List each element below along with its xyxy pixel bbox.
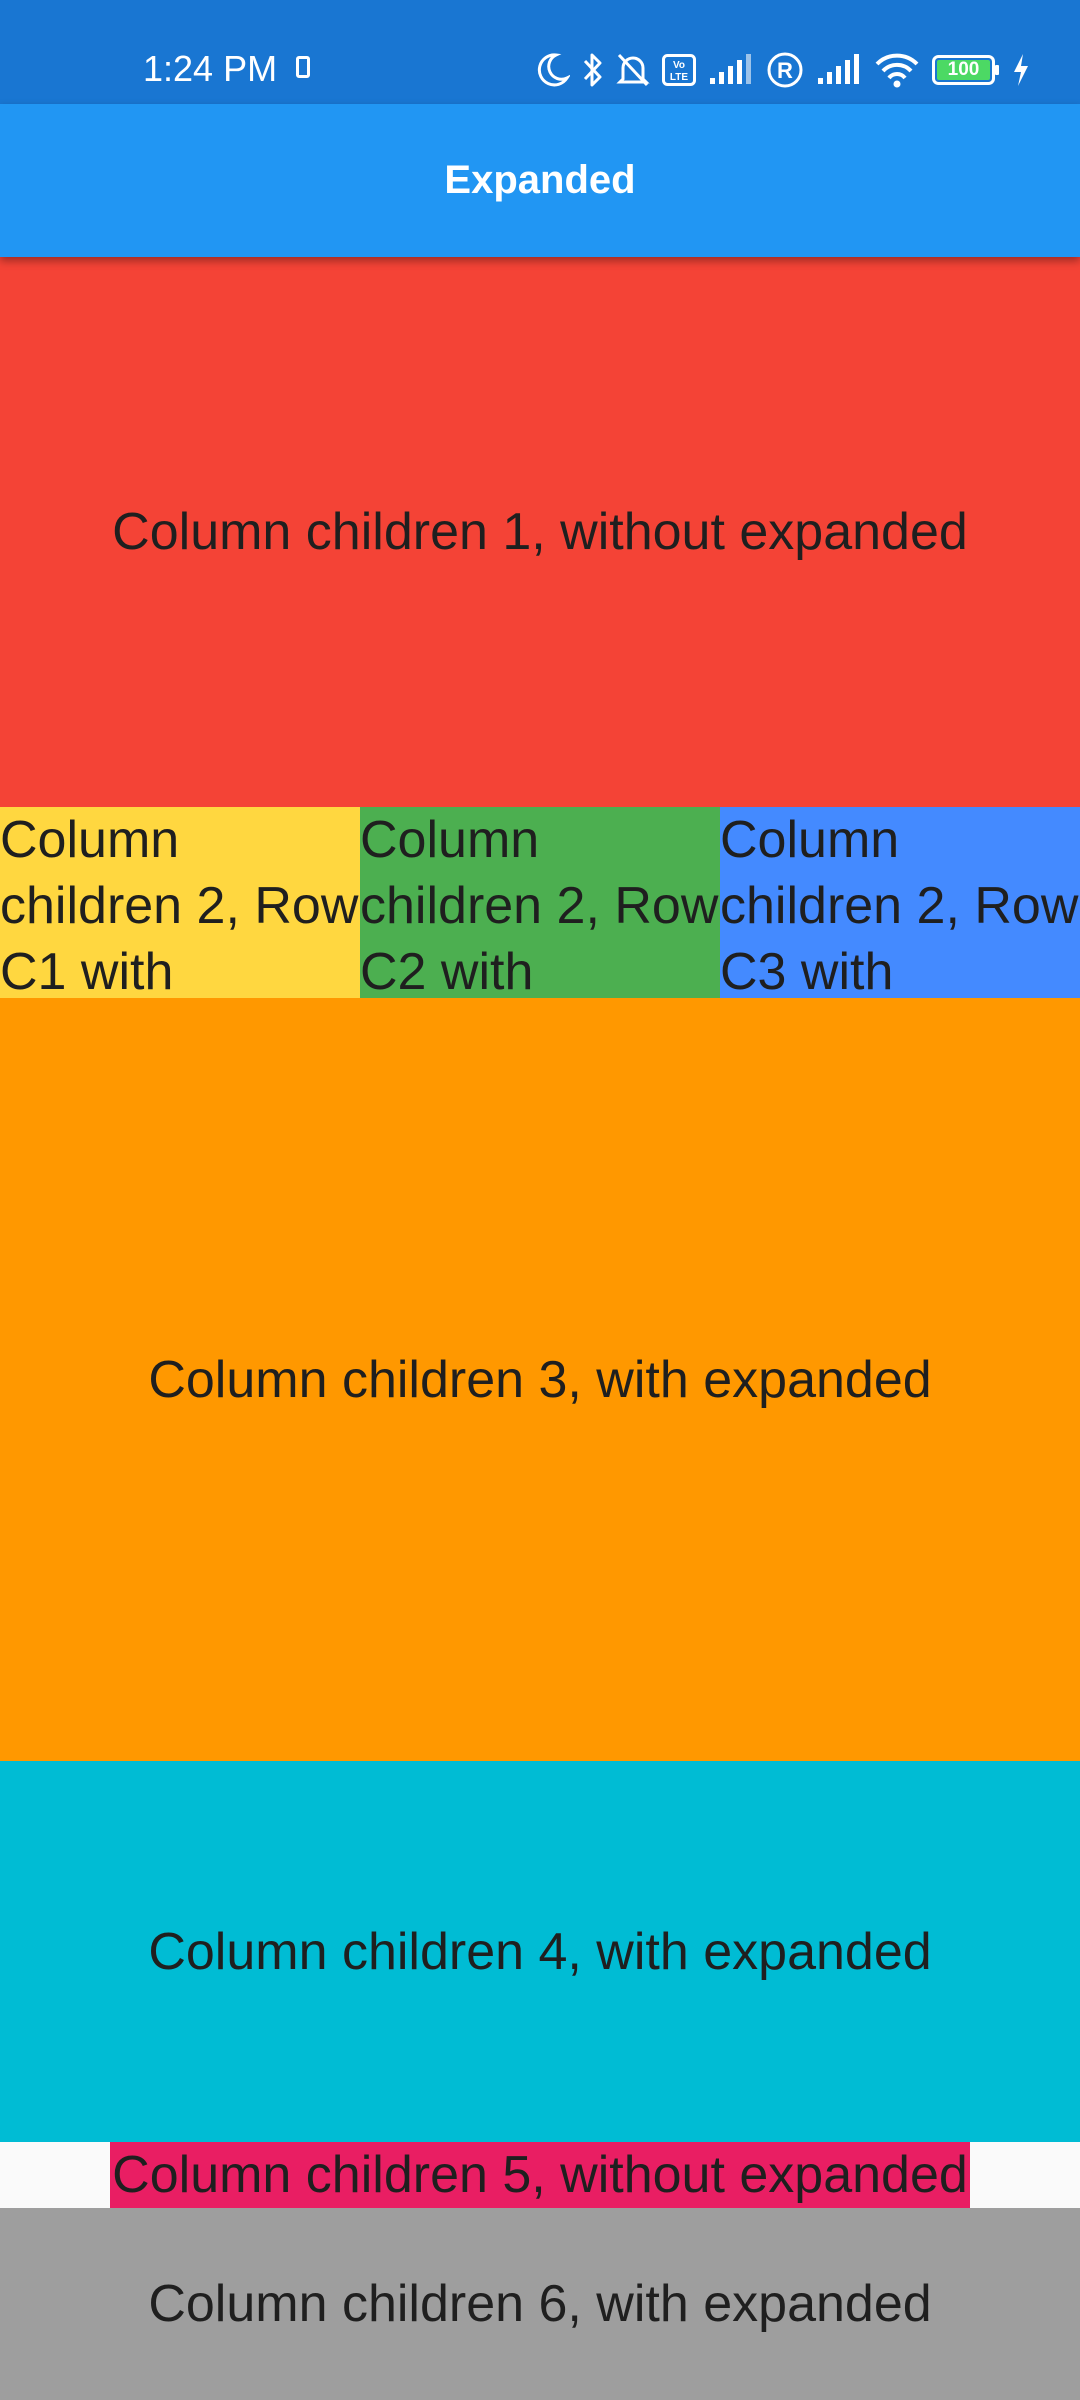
column-child-6-label: Column children 6, with expanded: [148, 2275, 932, 2333]
column-child-2-row: Column children 2, Row C1 with Column ch…: [0, 807, 1080, 998]
column-child-5: Column children 5, without expanded: [110, 2142, 970, 2208]
bluetooth-icon: [582, 51, 604, 89]
column-child-3-label: Column children 3, with expanded: [148, 1350, 932, 1409]
app-bar: Expanded: [0, 104, 1080, 257]
row-cell-c2-label: Column children 2, Row C2 with: [360, 811, 719, 998]
bell-off-icon: [616, 51, 650, 89]
column-child-1-label: Column children 1, without expanded: [112, 503, 968, 561]
status-time: 1:24 PM: [143, 48, 278, 89]
column-child-4-label: Column children 4, with expanded: [148, 1922, 932, 1981]
column-child-1: Column children 1, without expanded: [0, 257, 1080, 807]
battery-icon: 100: [932, 55, 1000, 85]
app-bar-title: Expanded: [444, 158, 636, 202]
column-child-3: Column children 3, with expanded: [0, 998, 1080, 1761]
svg-text:R: R: [777, 58, 793, 83]
row-cell-c1: Column children 2, Row C1 with: [0, 807, 360, 998]
charging-icon: [1012, 53, 1030, 87]
signal-icon: [708, 54, 754, 86]
row-cell-c1-label: Column children 2, Row C1 with: [0, 811, 359, 998]
svg-text:Vo: Vo: [673, 60, 685, 71]
battery-level: 100: [947, 59, 980, 80]
column-child-6: Column children 6, with expanded: [0, 2208, 1080, 2400]
registered-icon: R: [766, 51, 804, 89]
column-child-5-row: Column children 5, without expanded: [0, 2142, 1080, 2208]
moon-icon: [536, 52, 570, 88]
svg-text:LTE: LTE: [670, 72, 688, 83]
row-cell-c3-label: Column children 2, Row C3 with: [720, 811, 1079, 998]
sim-card-icon: [296, 56, 310, 78]
column-child-4: Column children 4, with expanded: [0, 1761, 1080, 2142]
row-cell-c3: Column children 2, Row C3 with: [720, 807, 1080, 998]
wifi-icon: [874, 52, 920, 88]
signal-icon: [816, 54, 862, 86]
row-cell-c2: Column children 2, Row C2 with: [360, 807, 720, 998]
